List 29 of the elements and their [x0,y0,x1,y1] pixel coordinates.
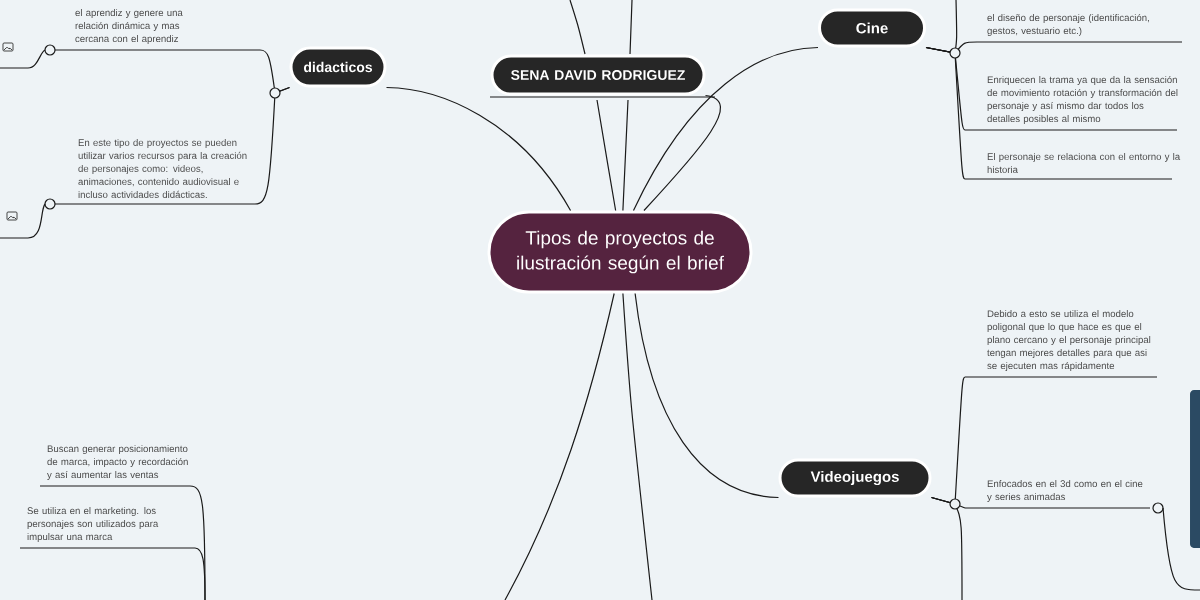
connector-line [385,86,572,212]
topic-pill: didacticos [289,46,387,88]
connector-line [0,49,46,69]
connector-line [622,0,633,212]
connector-line [930,496,963,600]
connector-line [643,94,722,212]
connector-line [0,203,46,239]
topic-pill: Videojuegos [778,458,932,498]
topic-text: el aprendiz y genere una relación dinámica y mas cercana con el aprendiz [44,9,261,56]
topic-text: el diseño de personaje (identificación, gestos, vestuario etc.) [976,13,1183,43]
connector-line [254,86,291,205]
topic-pill: SENA DAVID RODRIGUEZ [489,54,716,98]
topic-text: Buscan generar posicionamiento de marca, impacto y recordación y así aumentar las ventas [39,445,191,487]
topic-text: Enfocados en el 3d como en el cine y series animadas [964,480,1164,514]
connector-line [569,0,617,212]
central-topic-pill: Tipos de proyectos de ilustración según el brief [487,210,753,294]
connector-line [194,547,206,600]
topic-pill: Cine [818,8,926,48]
connector-line [925,46,966,180]
connector-line [634,292,780,499]
connector-line [1162,507,1200,591]
connector-line [504,292,615,600]
topic-text: Se utiliza en el marketing. los personajes son utilizados para impulsar una marca [19,507,196,549]
topic-text: Debido a esto se utiliza el modelo poligonal que lo que hace es que el plano cercano y el personaje principal tengan mejores detalles para que asi se ejecuten mas rápidamente [964,310,1158,378]
connector-line [632,46,819,212]
topic-text: Enriquecen la trama ya que da la sensación de movimiento rotación y transformación del personaje y así mismo dar todos los detalles posibles al mismo [964,75,1178,131]
connector-line [622,292,653,600]
topic-text: En este tipo de proyectos se pueden utilizar varios recursos para la creación de personajes como: videos, animaciones, contenido audiovisual e incluso actividades didácticas. [44,138,256,210]
topic-text: El personaje se relaciona con el entorno y la historia [964,152,1181,180]
